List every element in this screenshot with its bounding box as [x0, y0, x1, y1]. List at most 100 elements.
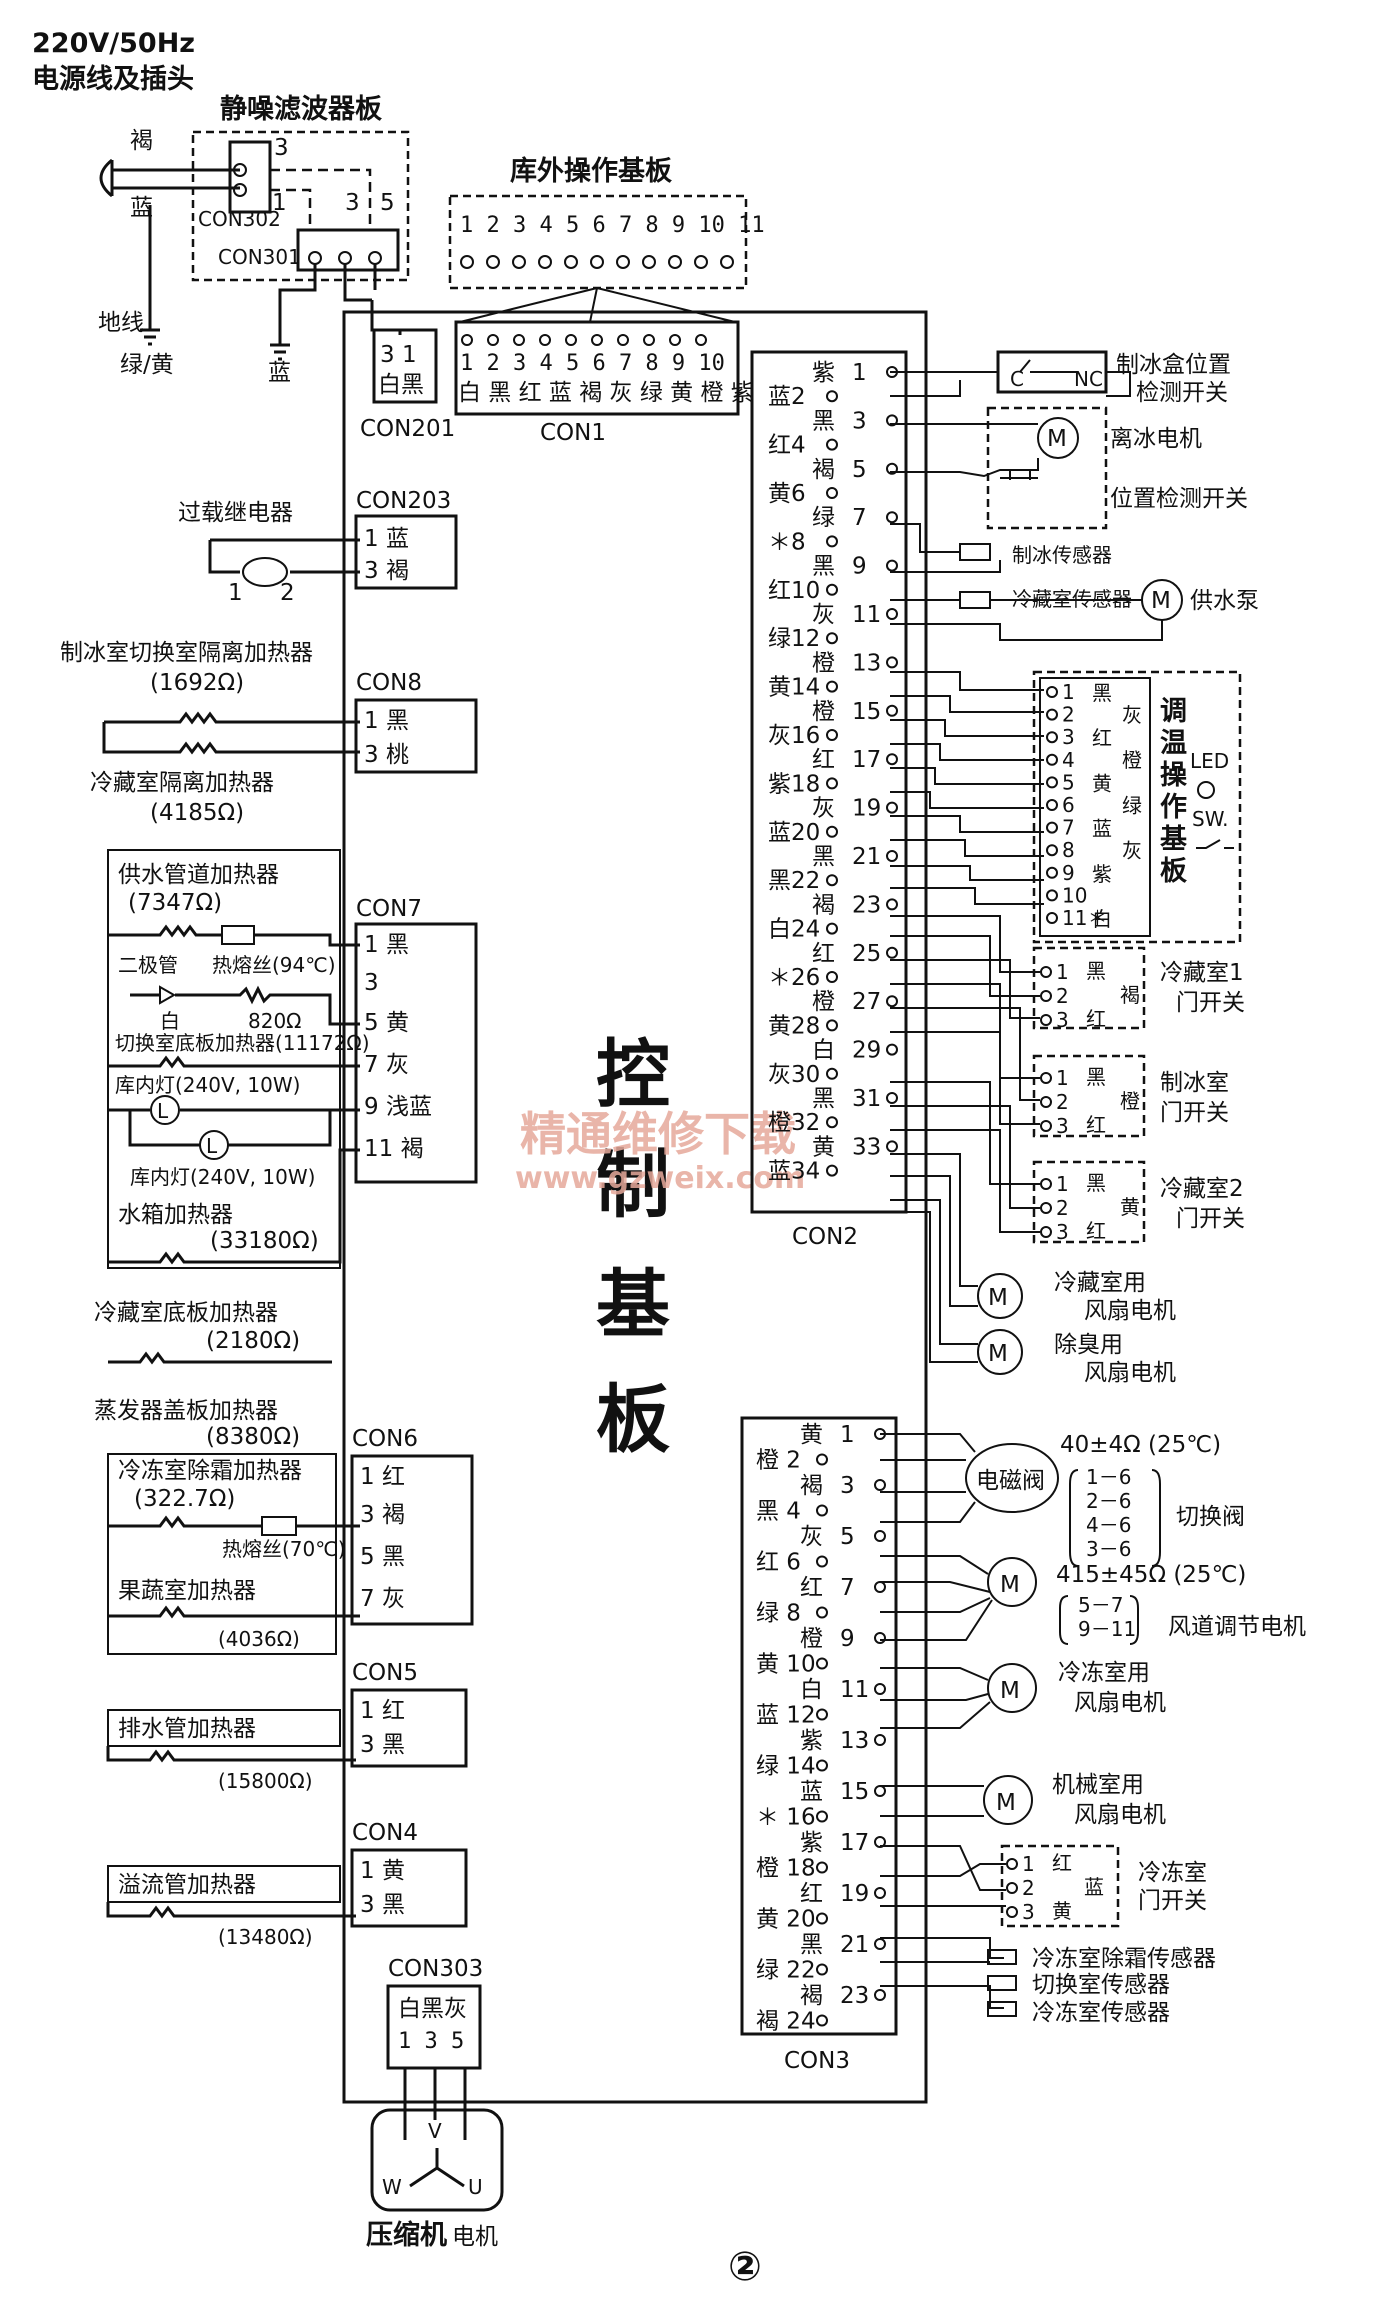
con2-pin	[886, 995, 898, 1008]
door-switch-pin-number: 3	[1056, 1220, 1069, 1244]
con2-pin-label: ＊26	[768, 965, 820, 991]
con3-pin	[816, 1657, 828, 1670]
temp-board-pin	[1046, 844, 1058, 857]
door-switch-wire-color: 黑	[1086, 1065, 1106, 1089]
con3-pin-number: 13	[840, 1728, 869, 1754]
svg-text:门开关: 门开关	[1160, 1100, 1229, 1126]
con3-pin	[816, 1555, 828, 1568]
door-switch-pin	[1040, 966, 1052, 978]
svg-text:9－11: 9－11	[1078, 1617, 1136, 1641]
con2-pin-color: 橙	[812, 989, 835, 1015]
freezer-fan-icon	[987, 1663, 1037, 1713]
door-switch-pin	[1040, 1096, 1052, 1108]
door-switch-pin-number: 2	[1056, 1196, 1069, 1220]
svg-text:M: M	[996, 1790, 1016, 1816]
temp-board-pin	[1046, 912, 1058, 924]
door-switch-pin-number: 1	[1056, 1172, 1069, 1196]
door-switch-pin	[1040, 1202, 1052, 1214]
door-switch-wire-color: 黑	[1086, 959, 1106, 983]
svg-text:白黑: 白黑	[378, 372, 424, 398]
door-switch-wire-color: 褐	[1120, 983, 1140, 1007]
board-char-2: 制	[596, 1142, 670, 1228]
svg-text:制冰传感器: 制冰传感器	[1012, 543, 1112, 567]
svg-text:冷藏室2: 冷藏室2	[1160, 1176, 1244, 1202]
temp-board-pin	[1046, 821, 1058, 834]
con3-pin	[874, 1479, 886, 1491]
con2-pin-label: 紫18	[768, 771, 820, 797]
temp-board-wire-color: 红	[1092, 726, 1112, 750]
svg-text:5 黄: 5 黄	[364, 1010, 409, 1036]
svg-text:作: 作	[1160, 792, 1187, 823]
con3-pin-number: 5	[840, 1524, 855, 1550]
svg-text:风扇电机: 风扇电机	[1074, 1802, 1166, 1828]
svg-text:操: 操	[1160, 760, 1187, 791]
con2-pin-label: 蓝20	[768, 820, 820, 846]
temp-board-wire-color-2: 灰	[1122, 703, 1142, 727]
ground-color: 绿/黄	[120, 352, 174, 378]
svg-text:3 褐: 3 褐	[364, 558, 409, 584]
con2-pin-color: 橙	[812, 699, 835, 725]
svg-text:3: 3	[364, 970, 379, 996]
svg-text:(4185Ω): (4185Ω)	[150, 800, 244, 826]
svg-text:1 蓝: 1 蓝	[364, 526, 409, 552]
svg-text:4－6: 4－6	[1086, 1513, 1131, 1537]
svg-text:M: M	[1151, 588, 1171, 614]
board-char-3: 基	[596, 1262, 670, 1348]
con3-pin	[816, 1606, 828, 1619]
con3-pin-number: 21	[840, 1932, 869, 1958]
con2-pin	[826, 680, 838, 693]
con3-pin	[816, 1963, 828, 1976]
con8-label: CON8	[356, 670, 422, 696]
svg-text:制冰盒位置: 制冰盒位置	[1116, 352, 1231, 378]
watermark-url: www.gzweix.com	[515, 1161, 805, 1196]
con3-pin-label: 橙 2	[756, 1448, 801, 1474]
con3-pin-color: 红	[800, 1881, 823, 1907]
door-switch-pin	[1040, 1072, 1052, 1084]
con3-label: CON3	[784, 2048, 850, 2074]
svg-text:离冰电机: 离冰电机	[1110, 426, 1202, 452]
con3-pin-number: 15	[840, 1779, 869, 1805]
svg-text:V: V	[428, 2119, 442, 2143]
con3-pin	[874, 1989, 886, 2001]
door-switch-pin-number: 2	[1056, 1090, 1069, 1114]
svg-text:3: 3	[345, 190, 360, 216]
overload-relay-icon	[242, 557, 288, 587]
svg-text:库内灯(240V, 10W): 库内灯(240V, 10W)	[130, 1165, 315, 1189]
con3-pin-color: 紫	[800, 1830, 823, 1856]
con2-pin-label: 红4	[768, 433, 806, 459]
svg-text:白 黑 红 蓝 褐 灰 绿 黄 橙 紫: 白 黑 红 蓝 褐 灰 绿 黄 橙 紫	[458, 380, 754, 406]
con3-pin	[816, 1912, 828, 1925]
svg-text:(33180Ω): (33180Ω)	[210, 1228, 319, 1254]
con2-pin	[826, 922, 838, 935]
temp-board-pin-number: 3	[1062, 725, 1075, 749]
filter-title: 静噪滤波器板	[220, 94, 382, 125]
freezer-door-pin	[1006, 1882, 1018, 1894]
temp-board-pin	[1046, 799, 1058, 811]
con3-pin	[816, 1708, 828, 1721]
outer-panel	[448, 194, 748, 290]
svg-text:5 黑: 5 黑	[360, 1544, 405, 1570]
svg-text:(1692Ω): (1692Ω)	[150, 670, 244, 696]
outer-panel-title: 库外操作基板	[510, 156, 672, 187]
svg-text:40±4Ω (25℃): 40±4Ω (25℃)	[1060, 1432, 1221, 1458]
con2-pin-number: 7	[852, 505, 867, 531]
freezer-sensor-icon	[987, 2001, 1017, 2017]
temp-board-pin	[1046, 731, 1058, 744]
con3-pin	[816, 1504, 828, 1517]
overload-relay-label: 过载继电器	[178, 500, 293, 526]
con3-pin-number: 23	[840, 1983, 869, 2009]
con2-pin	[826, 487, 838, 499]
con3-pin-label: 绿 22	[756, 1958, 816, 1984]
con3-pin-label: 橙 18	[756, 1856, 816, 1882]
con3-pin-color: 红	[800, 1575, 823, 1601]
svg-text:1 红: 1 红	[360, 1464, 405, 1490]
freezer-door-pin-number: 3	[1022, 1900, 1035, 1924]
con2-pin-number: 19	[852, 796, 881, 822]
con2-pin-label: 橙32	[768, 1110, 820, 1136]
ground-blue: 蓝	[268, 360, 291, 386]
svg-text:L: L	[206, 1134, 218, 1158]
con2-pin	[826, 729, 838, 741]
temp-board-pin-number: 4	[1062, 748, 1075, 772]
door-switch-wire-color: 黄	[1120, 1195, 1140, 1219]
